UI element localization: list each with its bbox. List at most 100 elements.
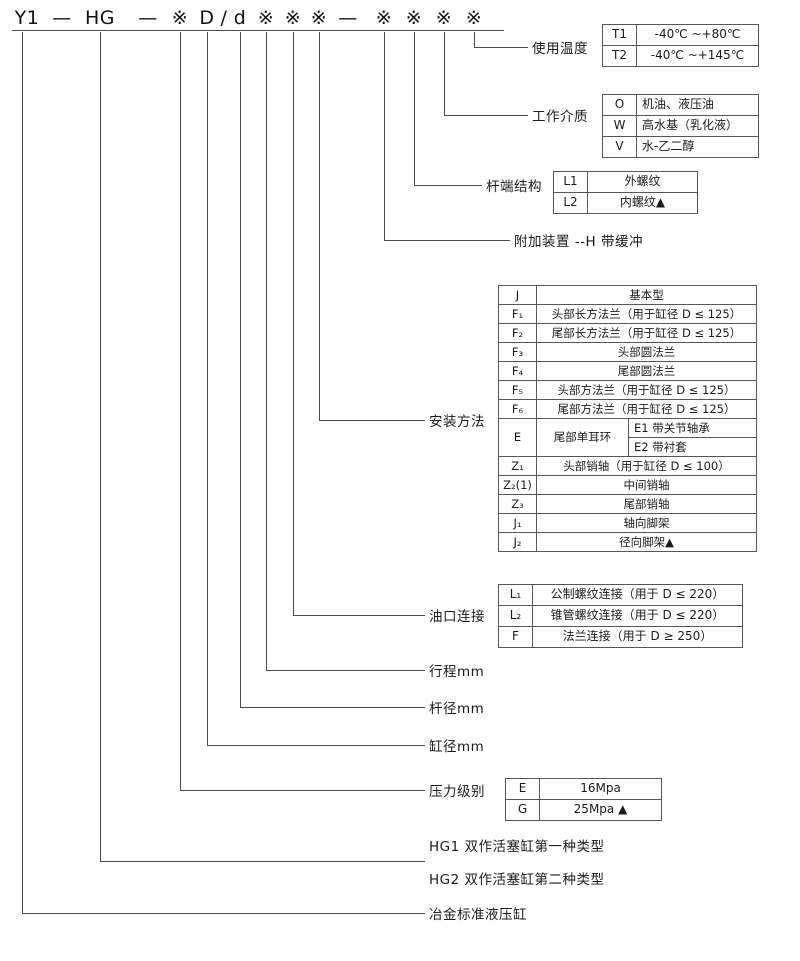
mount-code: Z₂(1) <box>498 475 537 495</box>
mount-code: J <box>498 285 537 305</box>
pressure-code: E <box>505 778 540 800</box>
mount-code: F₆ <box>498 399 537 419</box>
mount-desc: 头部长方法兰（用于缸径 D ≤ 125） <box>536 304 757 324</box>
connector-line <box>240 707 425 708</box>
code-token-d-upper: D <box>199 7 215 29</box>
table-row: F 法兰连接（用于 D ≥ 250） <box>498 626 743 648</box>
pressure-code: G <box>505 799 540 821</box>
connector-line <box>414 32 415 185</box>
connector-line <box>180 790 425 791</box>
mount-desc: 头部圆法兰 <box>536 342 757 362</box>
medium-code: W <box>602 115 637 137</box>
mount-desc: 基本型 <box>536 285 757 305</box>
mount-desc: 中间销轴 <box>536 475 757 495</box>
table-row: T1 -40℃ ~+80℃ <box>602 24 759 46</box>
table-row: O 机油、液压油 <box>602 94 759 116</box>
connector-line <box>240 32 241 707</box>
connector-line <box>22 32 23 913</box>
code-token-star: ※ <box>257 7 275 29</box>
oil-port-code: L₁ <box>498 584 533 606</box>
table-row: Z₁ 头部销轴（用于缸径 D ≤ 100） <box>498 456 757 476</box>
mount-desc: 尾部圆法兰 <box>536 361 757 381</box>
connector-line <box>319 420 425 421</box>
connector-line <box>100 32 101 861</box>
table-row: J₂ 径向脚架▲ <box>498 532 757 552</box>
medium-desc: 机油、液压油 <box>636 94 759 116</box>
label-medium: 工作介质 <box>532 109 588 125</box>
connector-line <box>100 861 425 862</box>
oil-port-code: F <box>498 626 533 648</box>
label-hg1: HG1 双作活塞缸第一种类型 <box>429 839 605 855</box>
temp-code: T2 <box>602 45 637 67</box>
label-mounting: 安装方法 <box>429 414 485 430</box>
mount-code: Z₃ <box>498 494 537 514</box>
code-token-d-lower: d <box>233 7 247 29</box>
table-row: E 尾部单耳环 E1 带关节轴承 <box>498 418 757 457</box>
table-row: G 25Mpa ▲ <box>505 799 662 821</box>
code-token-star: ※ <box>405 7 423 29</box>
mount-sub-desc: E1 带关节轴承 <box>628 418 757 438</box>
label-temperature: 使用温度 <box>532 41 588 57</box>
mount-desc: 尾部单耳环 <box>536 418 629 457</box>
connector-line <box>180 32 181 790</box>
table-row: J₁ 轴向脚架 <box>498 513 757 533</box>
mount-desc: 轴向脚架 <box>536 513 757 533</box>
code-token-star: ※ <box>465 7 483 29</box>
code-token-dash: — <box>338 7 358 29</box>
label-base: 冶金标准液压缸 <box>429 907 527 923</box>
connector-line <box>474 32 475 47</box>
mount-desc: 尾部方法兰（用于缸径 D ≤ 125） <box>536 399 757 419</box>
code-token-slash: / <box>220 7 228 29</box>
rod-end-table: L1 外螺纹 L2 内螺纹▲ <box>553 171 698 214</box>
code-token-star: ※ <box>375 7 393 29</box>
connector-line <box>474 47 528 48</box>
connector-line <box>266 670 425 671</box>
table-row: F₅ 头部方法兰（用于缸径 D ≤ 125） <box>498 380 757 400</box>
table-row: L₂ 锥管螺纹连接（用于 D ≤ 220） <box>498 605 743 627</box>
mount-code: F₁ <box>498 304 537 324</box>
connector-line <box>319 32 320 420</box>
medium-table: O 机油、液压油 W 高水基（乳化液） V 水-乙二醇 <box>602 94 759 158</box>
code-token-star: ※ <box>310 7 328 29</box>
medium-desc: 高水基（乳化液） <box>636 115 759 137</box>
mount-code: F₅ <box>498 380 537 400</box>
mount-code: F₄ <box>498 361 537 381</box>
mount-desc: 尾部销轴 <box>536 494 757 514</box>
table-row: W 高水基（乳化液） <box>602 115 759 137</box>
label-rod-end: 杆端结构 <box>486 179 542 195</box>
mount-desc: 尾部长方法兰（用于缸径 D ≤ 125） <box>536 323 757 343</box>
code-token-dash: — <box>138 7 158 29</box>
table-row: L₁ 公制螺纹连接（用于 D ≤ 220） <box>498 584 743 606</box>
temp-desc: -40℃ ~+145℃ <box>636 45 759 67</box>
code-token-star: ※ <box>284 7 302 29</box>
rod-end-code: L2 <box>553 192 588 214</box>
table-row: Z₂(1) 中间销轴 <box>498 475 757 495</box>
rod-end-desc: 内螺纹▲ <box>587 192 698 214</box>
label-bore: 缸径mm <box>429 739 485 755</box>
connector-line <box>414 185 482 186</box>
mount-desc: 径向脚架▲ <box>536 532 757 552</box>
temp-desc: -40℃ ~+80℃ <box>636 24 759 46</box>
table-row: J 基本型 <box>498 285 757 305</box>
mount-code: J₁ <box>498 513 537 533</box>
connector-line <box>266 32 267 670</box>
table-row: F₂ 尾部长方法兰（用于缸径 D ≤ 125） <box>498 323 757 343</box>
code-token-dash: — <box>52 7 72 29</box>
label-pressure: 压力级别 <box>429 784 485 800</box>
connector-line <box>444 115 528 116</box>
mount-code: F₃ <box>498 342 537 362</box>
mount-sub-desc: E2 带衬套 <box>628 437 757 457</box>
oil-port-code: L₂ <box>498 605 533 627</box>
label-hg2: HG2 双作活塞缸第二种类型 <box>429 872 605 888</box>
table-row: F₄ 尾部圆法兰 <box>498 361 757 381</box>
rod-end-desc: 外螺纹 <box>587 171 698 193</box>
pressure-desc: 25Mpa ▲ <box>539 799 662 821</box>
pressure-desc: 16Mpa <box>539 778 662 800</box>
rod-end-code: L1 <box>553 171 588 193</box>
table-row: F₃ 头部圆法兰 <box>498 342 757 362</box>
oil-port-desc: 公制螺纹连接（用于 D ≤ 220） <box>532 584 743 606</box>
connector-line <box>207 745 425 746</box>
label-rod-dia: 杆径mm <box>429 701 485 717</box>
connector-line <box>444 32 445 115</box>
